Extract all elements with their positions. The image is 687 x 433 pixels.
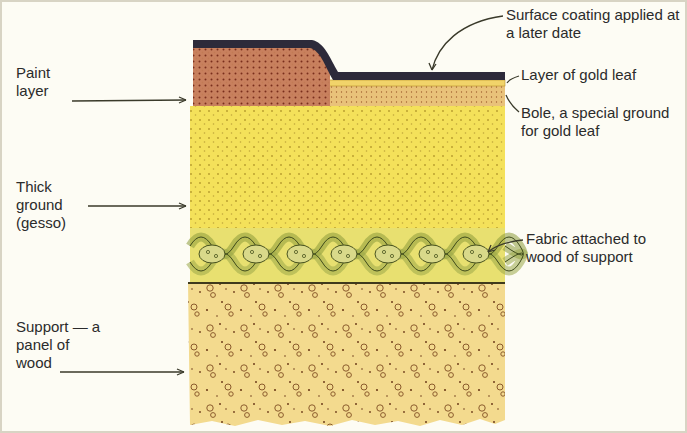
layer-label: Thick ground (gesso) bbox=[16, 178, 94, 232]
layer-label: Paint layer bbox=[16, 64, 82, 100]
layer-label: Bole, a special ground for gold leaf bbox=[521, 104, 681, 140]
layer-label: Surface coating applied at a later date bbox=[506, 6, 681, 42]
layer-label: Fabric attached to wood of support bbox=[526, 230, 676, 266]
layer-label: Layer of gold leaf bbox=[521, 66, 671, 84]
layer-label: Support — a panel of wood bbox=[16, 318, 108, 372]
